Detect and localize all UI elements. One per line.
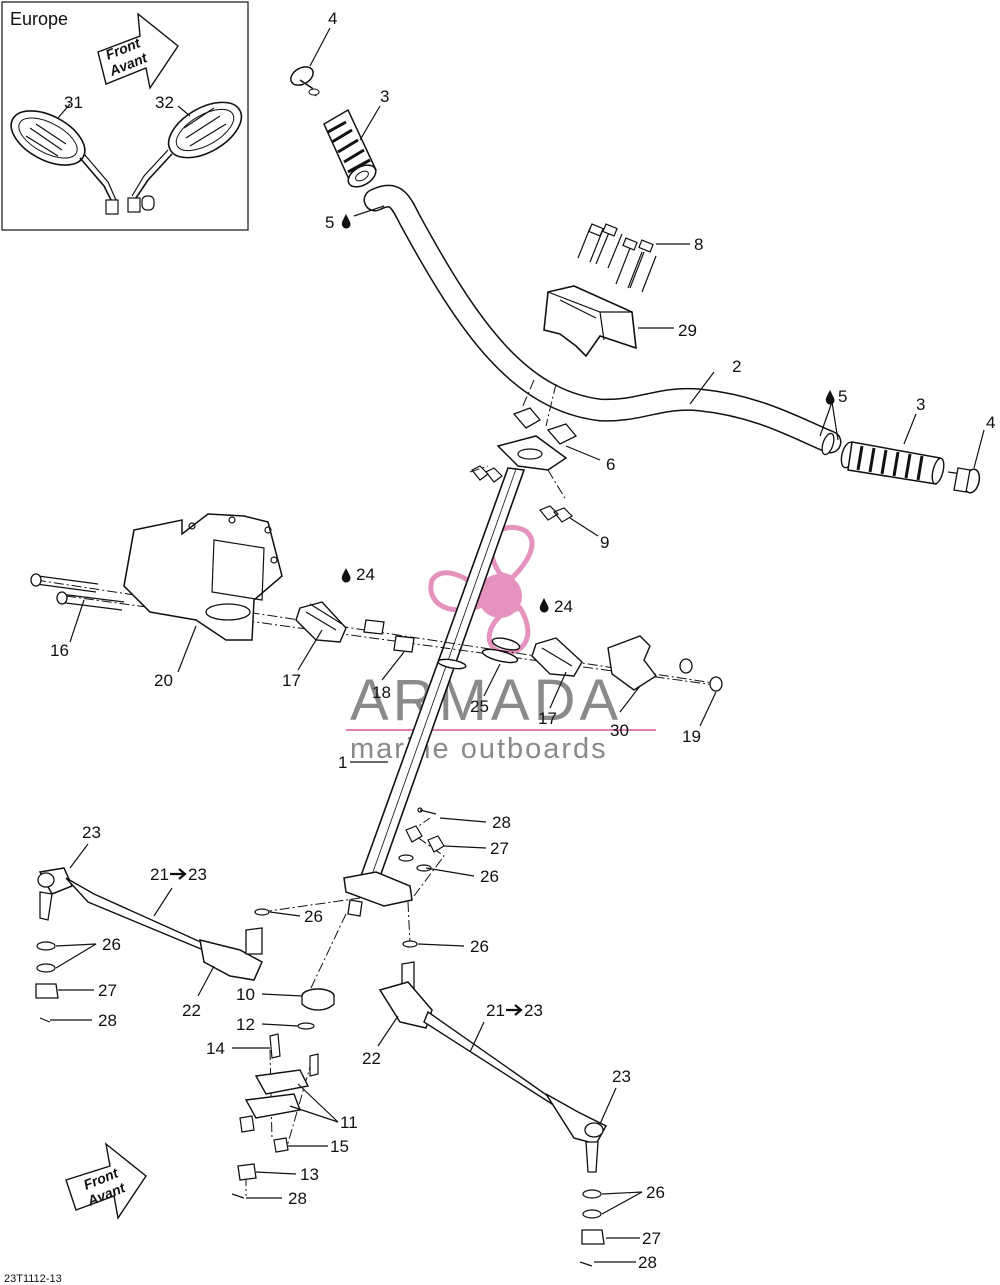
label-32: 32 [155, 93, 174, 112]
bracket-30 [607, 635, 658, 691]
label-28: 28 [98, 1011, 117, 1030]
label-21: 21 [486, 1001, 505, 1020]
label-26: 26 [102, 935, 121, 954]
drop-icon [341, 568, 351, 583]
label-20: 20 [154, 671, 173, 690]
label-6: 6 [606, 455, 615, 474]
front-arrow-bottom-icon: Front Avant [65, 1142, 147, 1220]
label-23: 23 [524, 1001, 543, 1020]
label-27: 27 [642, 1229, 661, 1248]
bolts-8 [577, 223, 657, 293]
mirror-right-icon [127, 101, 243, 213]
label-30: 30 [610, 721, 629, 740]
label-17: 17 [538, 709, 557, 728]
label-22: 22 [362, 1049, 381, 1068]
label-26: 26 [646, 1183, 665, 1202]
armada-watermark: ARMADA marine outboards [346, 524, 656, 765]
label-3: 3 [380, 87, 389, 106]
column-hardware [398, 807, 445, 872]
label-25: 25 [470, 697, 489, 716]
drop-icon [539, 598, 549, 613]
label-18: 18 [372, 683, 391, 702]
label-15: 15 [330, 1137, 349, 1156]
label-4: 4 [986, 413, 995, 432]
label-28: 28 [638, 1253, 657, 1272]
tie-rod-left [35, 867, 270, 1023]
label-14: 14 [206, 1039, 225, 1058]
label-5: 5 [838, 387, 847, 406]
label-17: 17 [282, 671, 301, 690]
end-cap-left [290, 66, 320, 97]
watermark-subtitle: marine outboards [350, 733, 608, 765]
label-2: 2 [732, 357, 741, 376]
label-28: 28 [288, 1189, 307, 1208]
grip-left [323, 108, 377, 188]
washers-25 [437, 637, 521, 670]
bushing-right [531, 637, 583, 677]
drop-icon [825, 390, 835, 405]
steering-column [343, 467, 526, 917]
label-26: 26 [480, 867, 499, 886]
label-31: 31 [64, 93, 83, 112]
europe-inset: Europe Front Avant 31 32 [1, 1, 249, 231]
part-labels: 4 3 5 5 3 4 8 29 2 6 9 24 24 16 20 17 18… [50, 9, 995, 1272]
handlebar-clamp [543, 285, 637, 358]
arrow-right-icons [170, 868, 523, 1016]
spacers-18 [363, 619, 415, 653]
label-10: 10 [236, 985, 255, 1004]
grease-drop-icons [341, 214, 835, 613]
tie-rod-right [378, 940, 608, 1267]
label-11: 11 [340, 1113, 358, 1132]
label-26: 26 [470, 937, 489, 956]
label-4: 4 [328, 9, 337, 28]
label-23: 23 [82, 823, 101, 842]
label-9: 9 [600, 533, 609, 552]
mounting-plate [123, 513, 283, 641]
label-8: 8 [694, 235, 703, 254]
mirror-left-icon [10, 110, 119, 215]
handlebar [363, 184, 842, 456]
drawing-code: 23T1112-13 [4, 1273, 62, 1285]
leader-lines [50, 27, 985, 1263]
label-5: 5 [325, 213, 334, 232]
grip-right [840, 441, 945, 485]
label-3: 3 [916, 395, 925, 414]
label-16: 16 [50, 641, 69, 660]
arrow-right-icon [506, 1004, 523, 1016]
label-23: 23 [188, 865, 207, 884]
label-28: 28 [492, 813, 511, 832]
label-27: 27 [98, 981, 117, 1000]
inset-title: Europe [10, 9, 68, 29]
nuts-19 [679, 658, 723, 692]
label-26: 26 [304, 907, 323, 926]
label-21: 21 [150, 865, 169, 884]
label-29: 29 [678, 321, 697, 340]
label-13: 13 [300, 1165, 319, 1184]
drop-icon [341, 214, 351, 229]
bushing-left [295, 601, 347, 643]
label-1: 1 [338, 753, 347, 772]
watermark-title: ARMADA [350, 668, 622, 733]
steering-clamp-base [471, 407, 578, 483]
label-12: 12 [236, 1015, 255, 1034]
arrow-right-icon [170, 868, 187, 880]
lower-bearing-assembly [231, 988, 335, 1199]
label-24: 24 [356, 565, 375, 584]
label-24: 24 [554, 597, 573, 616]
label-23: 23 [612, 1067, 631, 1086]
end-cap-right [947, 467, 981, 494]
label-19: 19 [682, 727, 701, 746]
label-22: 22 [182, 1001, 201, 1020]
nuts-9 [539, 505, 573, 523]
bolts-16 [30, 573, 125, 611]
label-27: 27 [490, 839, 509, 858]
